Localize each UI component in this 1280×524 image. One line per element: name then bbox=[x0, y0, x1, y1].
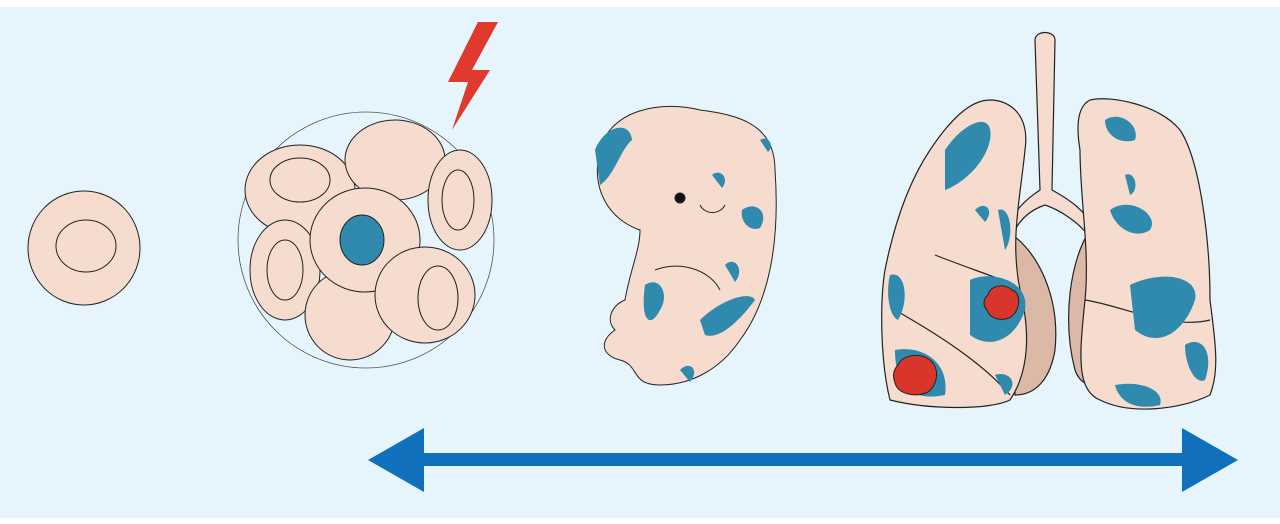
tumor-icons bbox=[893, 285, 1020, 396]
tumor-icon bbox=[893, 354, 937, 396]
tumor-icon bbox=[983, 285, 1020, 320]
blastocyst-icon bbox=[237, 111, 495, 369]
single-cell-icon bbox=[27, 190, 141, 306]
embryo-marker-spots bbox=[595, 127, 771, 382]
lightning-bolt-icon bbox=[448, 22, 498, 130]
double-headed-arrow-icon bbox=[368, 428, 1238, 492]
